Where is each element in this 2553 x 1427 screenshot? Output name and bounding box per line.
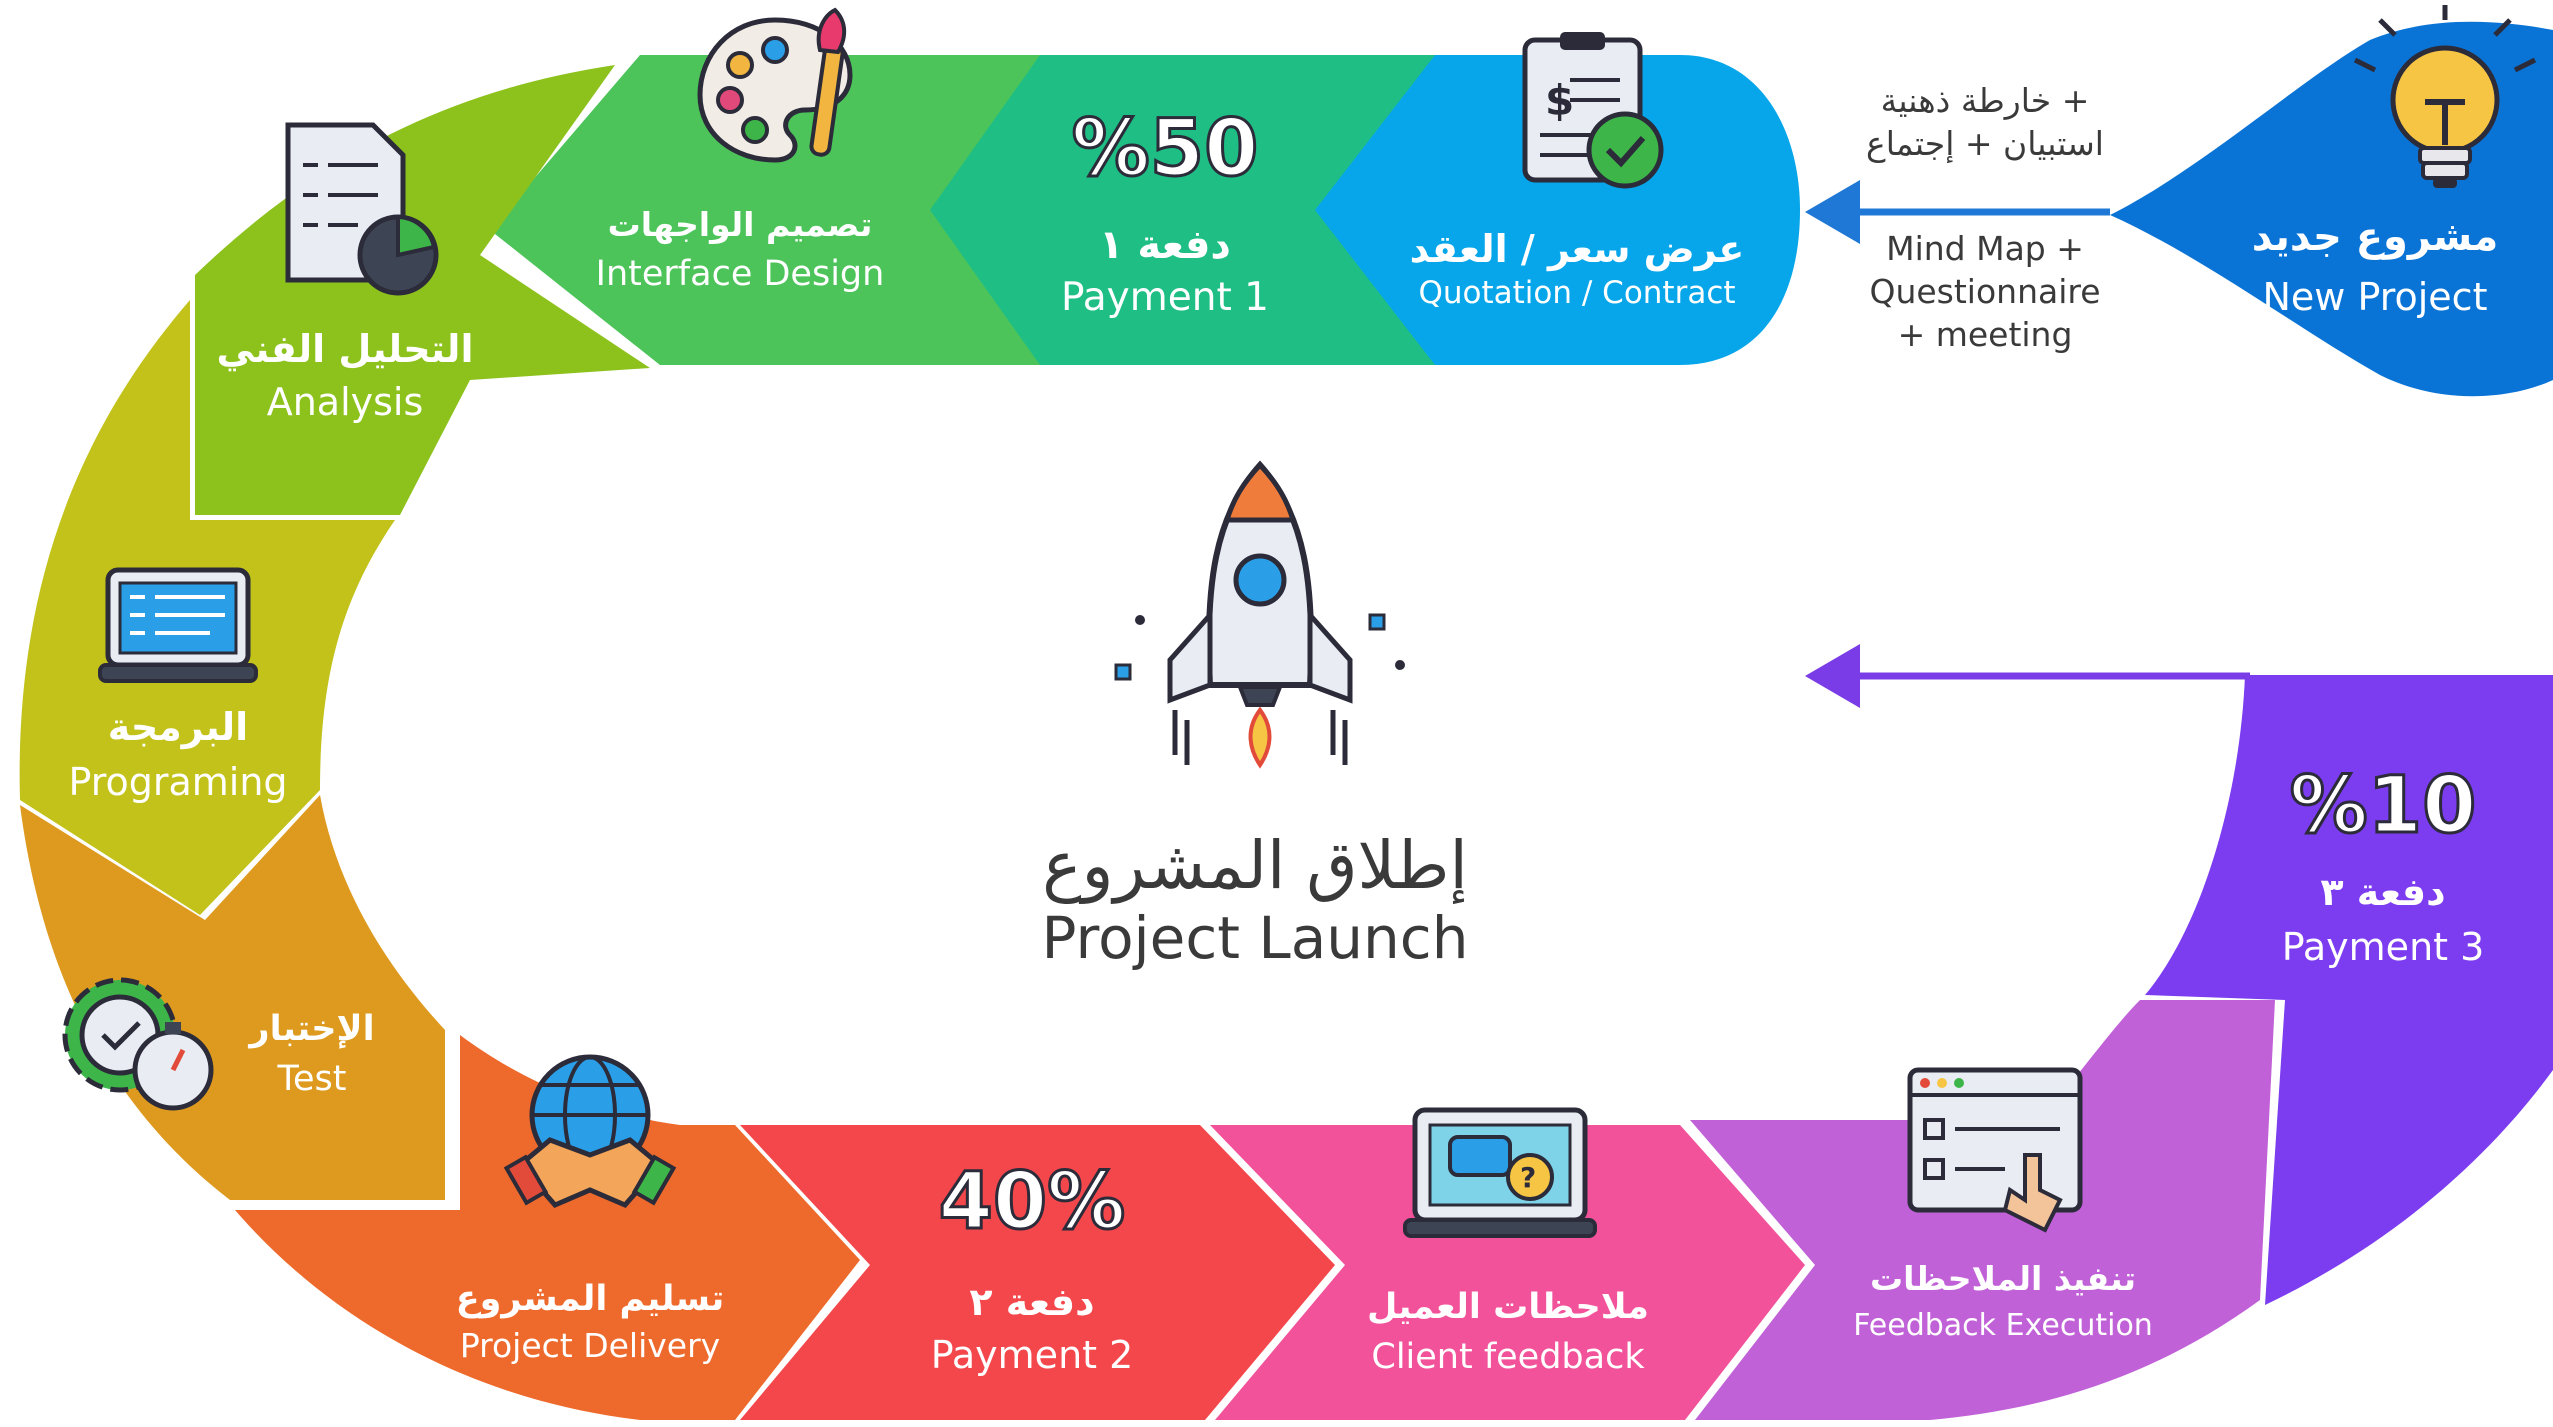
kickoff-note-ar-line1: خارطة ذهنية + [1881, 81, 2090, 120]
svg-text:?: ? [1520, 1161, 1536, 1194]
center-title-ar: إطلاق المشروع [1042, 827, 1468, 905]
step-client-feedback-en: Client feedback [1371, 1337, 1645, 1377]
handshake-globe-icon [503, 1054, 677, 1209]
launch-arrow [1805, 644, 2250, 708]
step-payment-1-percent: %50 [1072, 104, 1259, 194]
center-title-en: Project Launch [1042, 904, 1469, 972]
step-interface-design-shape [490, 55, 1040, 365]
step-payment-3-shape [2145, 675, 2553, 1305]
step-quotation-shape [1310, 55, 1800, 365]
step-payment-1-shape [925, 55, 1435, 365]
step-interface-design-en: Interface Design [596, 254, 885, 294]
step-analysis-shape [195, 65, 650, 515]
step-test-ar: الإختبار [247, 1009, 374, 1049]
step-payment-3-ar: دفعة ٣ [2320, 870, 2445, 914]
kickoff-note-en-line2: Questionnaire [1869, 272, 2100, 311]
rocket-icon [1114, 460, 1405, 769]
step-payment-1-en: Payment 1 [1061, 275, 1269, 320]
step-quotation-ar: عرض سعر / العقد [1410, 227, 1745, 271]
step-payment-1-ar: دفعة ١ [1099, 222, 1231, 268]
step-project-delivery-en: Project Delivery [460, 1326, 720, 1365]
step-payment-3-en: Payment 3 [2282, 925, 2485, 969]
svg-text:$: $ [1545, 76, 1574, 125]
step-feedback-execution-ar: تنفيذ الملاحظات [1870, 1259, 2136, 1298]
laptop-chat-icon: ? [1403, 1107, 1597, 1238]
step-analysis-ar: التحليل الفني [217, 327, 474, 371]
step-feedback-execution-en: Feedback Execution [1853, 1308, 2153, 1343]
step-programing-ar: البرمجة [108, 705, 248, 749]
step-client-feedback-shape [1210, 1125, 1805, 1420]
step-quotation-en: Quotation / Contract [1418, 275, 1735, 311]
step-payment-2-en: Payment 2 [931, 1333, 1134, 1377]
report-chart-icon [285, 122, 439, 296]
kickoff-note-en-line3: + meeting [1898, 315, 2073, 354]
step-test-shape [20, 795, 445, 1200]
browser-checklist-icon [1907, 1067, 2083, 1233]
step-new-project-ar: مشروع جديد [2252, 214, 2499, 260]
kickoff-note-ar-line2: استبيان + إجتماع [1866, 124, 2104, 164]
step-payment-2-percent: 40% [939, 1157, 1126, 1247]
step-test-en: Test [277, 1059, 347, 1099]
kickoff-note-en-line1: Mind Map + [1886, 229, 2084, 268]
gear-stopwatch-icon [62, 977, 214, 1111]
step-payment-2-ar: دفعة ٢ [969, 1280, 1094, 1324]
step-project-delivery-shape [235, 1035, 860, 1420]
step-payment-3-percent: %10 [2290, 761, 2477, 851]
lightbulb-icon [2353, 5, 2537, 188]
palette-icon [697, 7, 853, 163]
step-payment-2-shape [740, 1125, 1335, 1420]
step-project-delivery-ar: تسليم المشروع [456, 1279, 725, 1319]
step-new-project-en: New Project [2263, 275, 2488, 319]
step-analysis-en: Analysis [267, 380, 424, 424]
step-interface-design-ar: تصميم الواجهات [608, 205, 873, 245]
laptop-code-icon [98, 567, 258, 683]
invoice-check-icon: $ [1522, 32, 1664, 189]
step-programing-en: Programing [68, 760, 287, 804]
step-client-feedback-ar: ملاحظات العميل [1367, 1287, 1649, 1327]
kickoff-arrow [1805, 180, 2110, 244]
